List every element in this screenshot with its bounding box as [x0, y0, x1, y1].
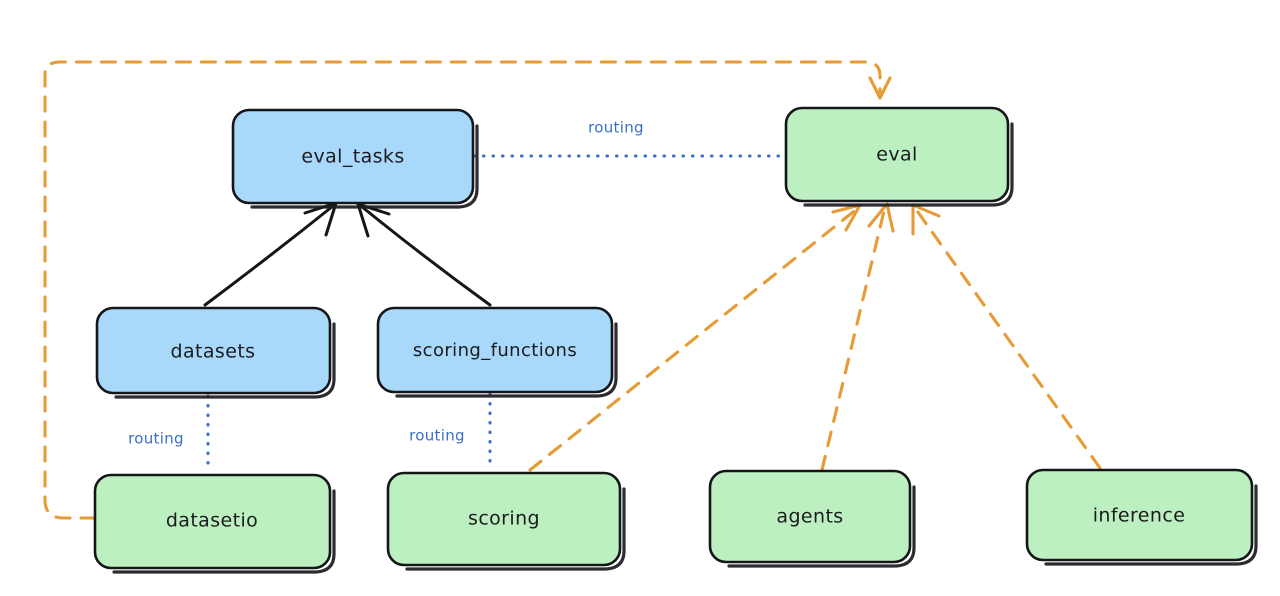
node-label-datasetio: datasetio: [166, 510, 258, 532]
node-scoring-functions[interactable]: scoring_functions: [376, 306, 618, 398]
edge-label-routing-scoring: routing: [409, 427, 465, 445]
node-label-eval-tasks: eval_tasks: [301, 146, 404, 168]
edge-agents-to-eval: [820, 202, 895, 472]
node-datasets[interactable]: datasets: [95, 306, 336, 399]
node-label-scoring: scoring: [468, 508, 540, 530]
node-inference[interactable]: inference: [1025, 468, 1258, 566]
edge-datasetio-to-eval: [43, 60, 892, 520]
edge-label-routing-datasetio: routing: [128, 430, 184, 448]
node-agents[interactable]: agents: [708, 469, 916, 568]
node-label-eval: eval: [876, 144, 917, 166]
node-scoring[interactable]: scoring: [386, 471, 626, 571]
node-label-agents: agents: [776, 506, 843, 528]
edge-label-routing-eval: routing: [588, 119, 644, 137]
edge-inference-to-eval: [911, 203, 1102, 470]
node-label-inference: inference: [1093, 505, 1186, 527]
node-datasetio[interactable]: datasetio: [93, 473, 336, 574]
node-label-scoring-functions: scoring_functions: [413, 340, 577, 361]
edge-datasets-to-eval-tasks: [203, 201, 338, 307]
node-eval-tasks[interactable]: eval_tasks: [231, 108, 479, 209]
edge-scoring-functions-to-eval-tasks: [356, 202, 492, 307]
node-label-datasets: datasets: [171, 341, 256, 363]
node-eval[interactable]: eval: [784, 106, 1014, 207]
